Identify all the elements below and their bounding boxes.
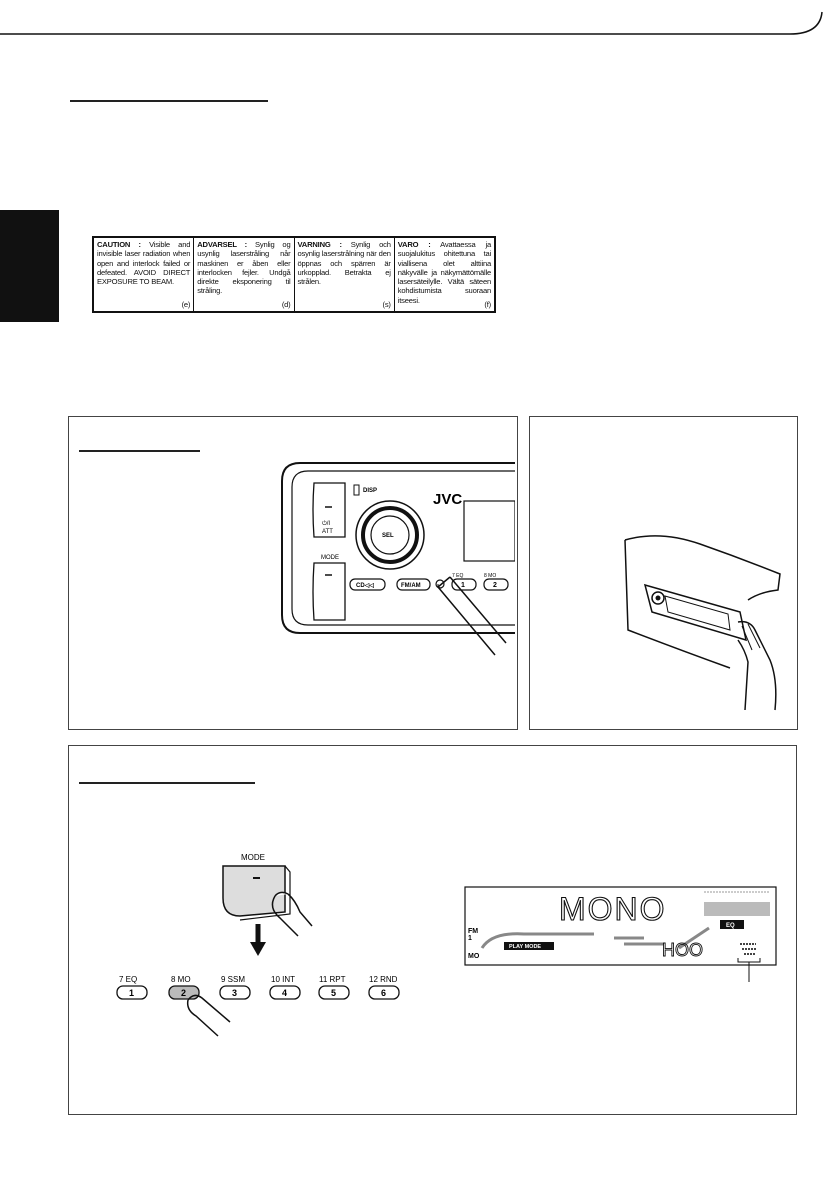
preset-button-6[interactable] bbox=[368, 985, 400, 1000]
mo-label: 8 MO bbox=[484, 573, 496, 579]
preset-button-2[interactable] bbox=[168, 985, 200, 1000]
caution-body: Avattaessa ja suojalukitus ohitettuna ta… bbox=[397, 240, 491, 305]
lcd-display: MONO EQ FM 1 MO PLAY MODE HOO bbox=[464, 886, 777, 982]
eq-label: 7 EQ bbox=[452, 573, 464, 579]
caution-panel-danish: ADVARSEL : Synlig og usynlig laserstråli… bbox=[194, 238, 295, 311]
lcd-freq-text: HOO bbox=[662, 940, 703, 960]
mode-button-illustration: MODE 7 EQ 1 8 MO 2 9 SSM 3 10 INT 4 11 R… bbox=[116, 853, 400, 1037]
detach-illustration bbox=[624, 535, 781, 711]
brand-logo: JVC bbox=[433, 491, 462, 508]
preset-top-label: 12 RND bbox=[369, 975, 398, 984]
preset-num: 5 bbox=[331, 988, 336, 998]
preset-num: 2 bbox=[181, 988, 186, 998]
caution-code: (f) bbox=[484, 299, 491, 309]
caution-panel-finnish: VARO : Avattaessa ja suojalukitus ohitet… bbox=[395, 238, 494, 311]
laser-caution-label: CAUTION : Visible and invisible laser ra… bbox=[92, 236, 496, 313]
att-label: ATT bbox=[322, 529, 333, 535]
lcd-band-num: 1 bbox=[468, 935, 472, 942]
caution-body: Synlig og usynlig laserstråling når mask… bbox=[197, 240, 291, 296]
page-top-line bbox=[0, 11, 823, 35]
unit-front-illustration: ⏻/I ATT MODE DISP SEL JVC CD◁◁ FM/AM 7 E… bbox=[281, 462, 515, 656]
lcd-eq-label: EQ bbox=[726, 923, 735, 929]
preset-num: 6 bbox=[381, 988, 386, 998]
caution-code: (d) bbox=[281, 299, 291, 309]
caution-code: (s) bbox=[382, 299, 391, 309]
mode-label: MODE bbox=[321, 555, 339, 561]
preset-top-label: 11 RPT bbox=[319, 975, 346, 984]
preset-top-label: 7 EQ bbox=[119, 975, 137, 984]
cd-button-label: CD◁◁ bbox=[356, 582, 374, 589]
sel-label: SEL bbox=[382, 533, 394, 539]
language-tab bbox=[0, 210, 59, 322]
fmam-button-label: FM/AM bbox=[401, 583, 421, 589]
reset-heading-underline bbox=[79, 450, 200, 452]
power-label: ⏻/I bbox=[322, 520, 330, 527]
caution-panel-english: CAUTION : Visible and invisible laser ra… bbox=[94, 238, 195, 311]
preset-num: 1 bbox=[129, 988, 134, 998]
preset-button-1[interactable] bbox=[116, 985, 148, 1000]
preset-button-5[interactable] bbox=[318, 985, 350, 1000]
preset-num: 3 bbox=[232, 988, 237, 998]
preset-button-3[interactable] bbox=[219, 985, 251, 1000]
caution-body: Visible and invisible laser radiation wh… bbox=[97, 240, 191, 287]
disp-label: DISP bbox=[363, 488, 377, 494]
mode-button-label: MODE bbox=[241, 853, 265, 862]
lcd-play-mode: PLAY MODE bbox=[509, 944, 541, 950]
caution-heading: VARNING : bbox=[297, 240, 342, 249]
caution-panel-swedish: VARNING : Synlig och osynlig laserstråln… bbox=[295, 238, 395, 311]
caution-body: Synlig och osynlig laserstrålning när de… bbox=[297, 240, 391, 287]
preset-top-label: 8 MO bbox=[171, 975, 191, 984]
lcd-main-text: MONO bbox=[559, 891, 667, 927]
preset-1-label: 1 bbox=[461, 582, 465, 589]
lcd-fm-label: FM bbox=[468, 928, 478, 935]
caution-code: (e) bbox=[181, 299, 191, 309]
caution-heading: ADVARSEL : bbox=[197, 240, 248, 249]
preset-button-4[interactable] bbox=[269, 985, 301, 1000]
eq-bar-graph bbox=[704, 891, 770, 916]
preset-top-label: 10 INT bbox=[271, 975, 295, 984]
preset-top-label: 9 SSM bbox=[221, 975, 245, 984]
preset-2-label: 2 bbox=[493, 582, 497, 589]
mono-heading-underline bbox=[79, 782, 255, 784]
preset-buttons: 7 EQ 1 8 MO 2 9 SSM 3 10 INT 4 11 RPT 5 … bbox=[116, 975, 400, 1000]
detach-panel bbox=[529, 416, 798, 730]
section-heading-underline bbox=[70, 100, 268, 102]
caution-heading: VARO : bbox=[397, 240, 431, 249]
lcd-mo-label: MO bbox=[468, 953, 480, 960]
preset-num: 4 bbox=[282, 988, 287, 998]
caution-heading: CAUTION : bbox=[97, 240, 141, 249]
